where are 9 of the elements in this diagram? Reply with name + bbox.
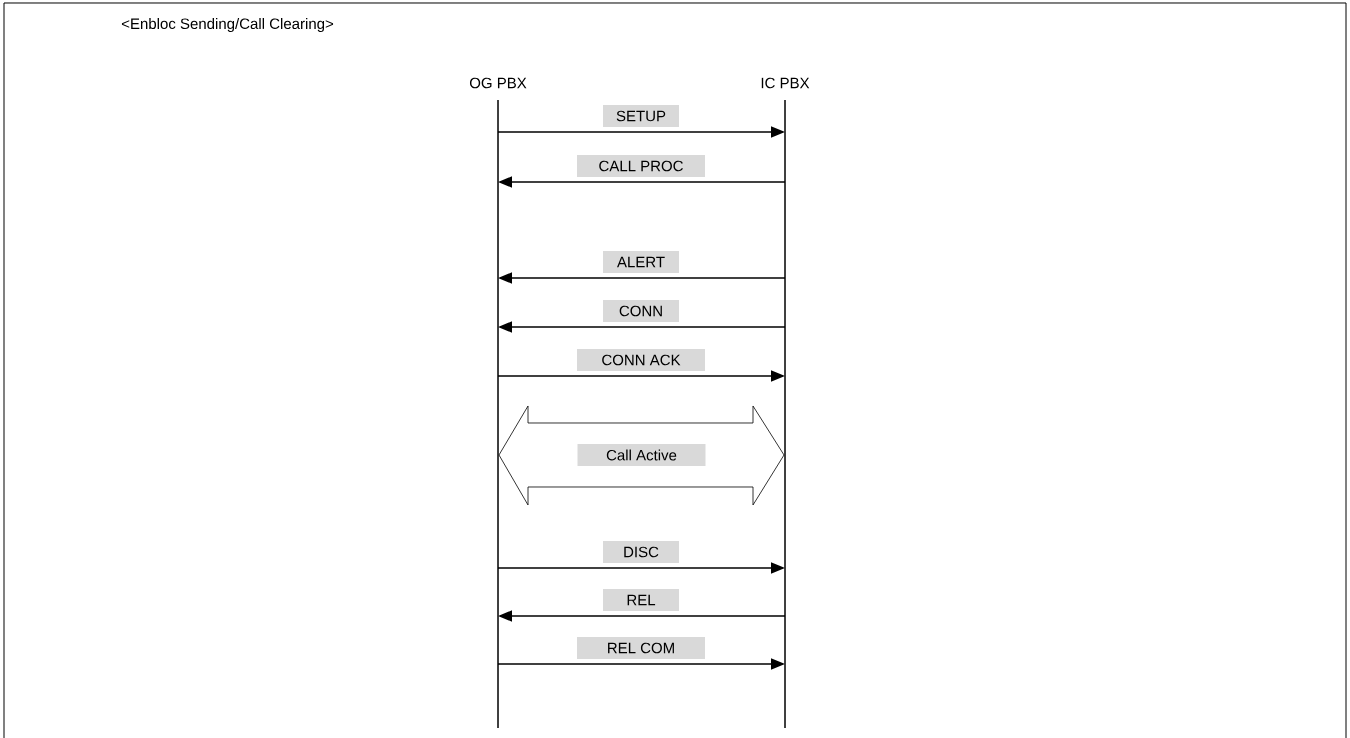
edge-label: ALERT (603, 251, 679, 273)
edge-label: REL (603, 589, 679, 611)
edge-label: SETUP (603, 105, 679, 127)
edge-label: REL COM (577, 637, 705, 659)
diagram-title: <Enbloc Sending/Call Clearing> (121, 18, 334, 32)
edge-label: CONN ACK (577, 349, 705, 371)
edge-label: DISC (603, 541, 679, 563)
edge-label: CALL PROC (577, 155, 705, 177)
edge-label: CONN (603, 300, 679, 322)
